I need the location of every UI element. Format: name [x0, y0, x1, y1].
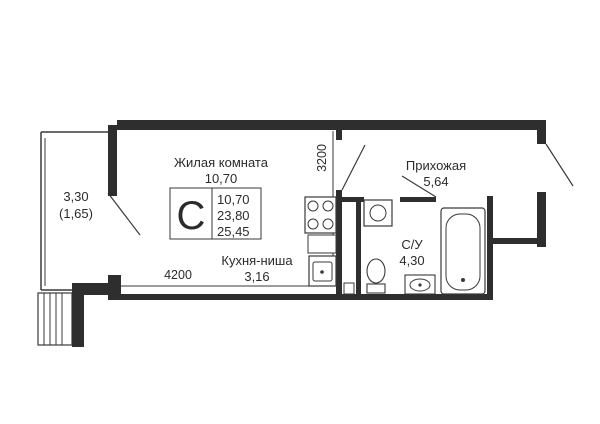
kitchen-name: Кухня-ниша [221, 253, 293, 268]
washer-body [363, 199, 393, 227]
hallway-entry-door [545, 143, 574, 187]
badge-total-with-balcony: 25,45 [217, 224, 250, 239]
wall-right-upper [537, 120, 546, 144]
badge-frame [169, 187, 262, 240]
toilet [366, 258, 386, 294]
wall-left-upper [108, 125, 117, 196]
apartment-type-letter: С [177, 194, 206, 238]
balcony-area: 3,30 [63, 189, 88, 204]
kitchen-area: 3,16 [244, 269, 269, 284]
washbasin [404, 274, 436, 295]
dimension-width: 4200 [121, 268, 331, 287]
shaft [343, 282, 355, 295]
sink-drain [320, 270, 324, 274]
badge-living-area: 10,70 [217, 192, 250, 207]
balcony: 3,30 (1,65) [37, 131, 141, 346]
bathroom-name: С/У [401, 237, 423, 252]
wall-bottom-step [76, 283, 110, 295]
sink-bowl [312, 261, 333, 282]
tub-inner [445, 213, 481, 291]
toilet-bowl [366, 258, 386, 284]
burner [322, 200, 334, 212]
hallway-name: Прихожая [406, 158, 466, 173]
balcony-door-panel [37, 292, 73, 346]
bathroom-door [401, 175, 437, 198]
wall-bath-top-right [400, 197, 436, 202]
walls [72, 120, 546, 347]
washing-machine [363, 199, 393, 227]
living-door [341, 144, 366, 191]
tub-drain [461, 278, 465, 282]
balcony-door-swing [107, 192, 141, 236]
wall-right-bath [487, 196, 493, 300]
burner [307, 200, 319, 212]
wall-partition-stub [336, 130, 342, 140]
badge-total-area: 23,80 [217, 208, 250, 223]
dimension-depth-label: 3200 [315, 144, 329, 172]
stove-body [304, 196, 337, 234]
burner [307, 218, 319, 230]
wall-top [117, 120, 546, 130]
kitchen-counter [307, 234, 337, 254]
toilet-tank [366, 283, 386, 294]
wall-niche [356, 202, 361, 300]
wall-partition-bath [336, 190, 342, 300]
living-room-name: Жилая комната [174, 155, 269, 170]
washer-drum [369, 204, 387, 222]
kitchen-stove [304, 196, 337, 234]
tub-outer [440, 207, 486, 295]
wall-right-lower [537, 192, 546, 247]
bathtub [440, 207, 486, 295]
burner [322, 218, 334, 230]
wall-bottom [108, 294, 490, 300]
washbasin-bowl [409, 278, 431, 292]
bathroom-area: 4,30 [399, 253, 424, 268]
washbasin-drain [418, 283, 422, 287]
balcony-area-reduced: (1,65) [59, 206, 93, 221]
area-badge: С 10,70 23,80 25,45 [169, 187, 262, 240]
dimension-width-label: 4200 [164, 268, 192, 282]
kitchen-sink [308, 255, 337, 287]
wall-bottom-stub [72, 283, 84, 347]
hallway-area: 5,64 [423, 174, 448, 189]
wall-bottom-right [487, 238, 546, 244]
living-room-area: 10,70 [205, 171, 238, 186]
wall-bath-top [342, 197, 364, 202]
wall-left-lower [108, 275, 121, 297]
